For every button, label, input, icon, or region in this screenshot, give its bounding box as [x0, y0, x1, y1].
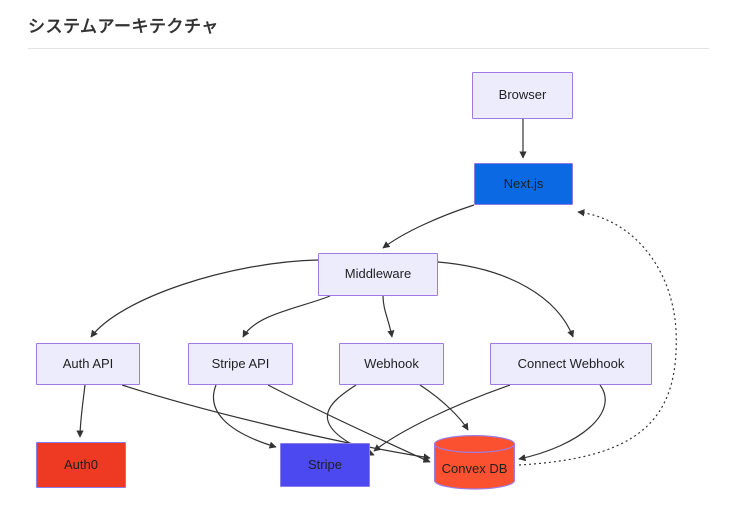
node-middleware-label: Middleware [344, 266, 412, 282]
edge-connect-webhook-convex [518, 384, 606, 462]
node-auth-api[interactable]: Auth API [36, 343, 140, 385]
edge-middleware-connect-webhook [437, 261, 575, 338]
page-header: システムアーキテクチャ [0, 0, 737, 50]
edge-auth-api-convex [121, 384, 431, 461]
edge-layer [76, 119, 677, 466]
edge-middleware-auth-api [90, 259, 319, 338]
node-connect-webhook-label: Connect Webhook [517, 355, 625, 371]
edge-auth-api-auth0 [76, 384, 86, 438]
node-stripe[interactable]: Stripe [280, 443, 370, 487]
architecture-diagram: Browser Next.js Middleware Auth API Stri… [0, 50, 737, 513]
node-webhook-label: Webhook [364, 355, 419, 371]
edge-webhook-convex [419, 384, 469, 431]
node-auth0-label: Auth0 [64, 456, 98, 472]
node-browser-label: Browser [498, 87, 547, 103]
edge-connect-webhook-stripe [373, 384, 511, 452]
edge-nextjs-middleware [382, 204, 475, 249]
node-stripe-label: Stripe [308, 456, 342, 472]
edge-convex-nextjs [518, 209, 677, 466]
node-convex-db[interactable]: Convex DB [434, 435, 515, 490]
page-title: システムアーキテクチャ [28, 17, 219, 36]
node-middleware[interactable]: Middleware [318, 253, 438, 296]
node-auth0[interactable]: Auth0 [36, 442, 126, 488]
title-divider [28, 48, 709, 49]
node-nextjs[interactable]: Next.js [474, 163, 573, 205]
database-cylinder-icon [434, 435, 515, 490]
node-nextjs-label: Next.js [503, 175, 544, 191]
edge-middleware-webhook [382, 295, 395, 338]
node-stripe-api[interactable]: Stripe API [188, 343, 293, 385]
node-webhook[interactable]: Webhook [339, 343, 444, 385]
edge-stripe-api-convex [267, 384, 431, 463]
node-auth-api-label: Auth API [62, 355, 114, 371]
node-browser[interactable]: Browser [472, 72, 573, 119]
node-connect-webhook[interactable]: Connect Webhook [490, 343, 652, 385]
node-stripe-api-label: Stripe API [211, 355, 270, 371]
edge-middleware-stripe-api [242, 295, 331, 338]
edge-stripe-api-stripe [212, 384, 277, 449]
